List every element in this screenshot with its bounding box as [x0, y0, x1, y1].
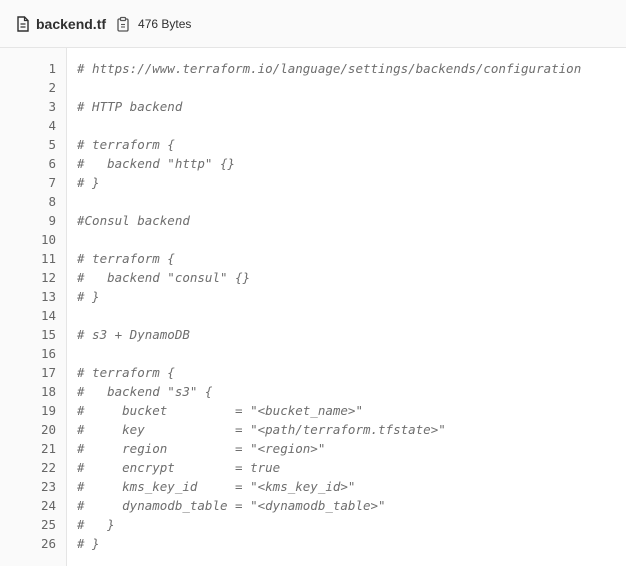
line-number[interactable]: 1 [48, 61, 56, 76]
line-number[interactable]: 19 [40, 403, 56, 418]
line-number[interactable]: 26 [40, 536, 56, 551]
code-line [77, 116, 626, 135]
code-line: # bucket = "<bucket_name>" [77, 403, 363, 418]
line-number[interactable]: 23 [40, 479, 56, 494]
code-line: # backend "consul" {} [77, 270, 251, 285]
line-number[interactable]: 13 [40, 289, 56, 304]
code-line: # encrypt = true [77, 460, 281, 475]
code-line: # backend "http" {} [77, 156, 236, 171]
code-line [77, 78, 626, 97]
line-number[interactable]: 10 [40, 232, 56, 247]
code-line: # terraform { [77, 251, 175, 266]
code-line: # HTTP backend [77, 99, 183, 114]
line-number[interactable]: 21 [40, 441, 56, 456]
line-number[interactable]: 7 [48, 175, 56, 190]
line-number[interactable]: 4 [48, 118, 56, 133]
file-name: backend.tf [36, 15, 107, 32]
code-line: #Consul backend [77, 213, 190, 228]
line-number[interactable]: 3 [48, 99, 56, 114]
line-number[interactable]: 18 [40, 384, 56, 399]
line-number[interactable]: 6 [48, 156, 56, 171]
code-line [77, 192, 626, 211]
code-line: # https://www.terraform.io/language/sett… [77, 61, 582, 76]
code-line: # dynamodb_table = "<dynamodb_table>" [77, 498, 386, 513]
code-line [77, 230, 626, 249]
code-line: # terraform { [77, 365, 175, 380]
line-number[interactable]: 20 [40, 422, 56, 437]
line-number[interactable]: 2 [48, 80, 56, 95]
line-number[interactable]: 12 [40, 270, 56, 285]
line-number[interactable]: 25 [40, 517, 56, 532]
code-line: # } [77, 517, 115, 532]
code-line: # backend "s3" { [77, 384, 213, 399]
code-line: # key = "<path/terraform.tfstate>" [77, 422, 446, 437]
file-header: backend.tf 476 Bytes [0, 0, 626, 48]
copy-icon[interactable] [116, 16, 130, 32]
code-line: # region = "<region>" [77, 441, 326, 456]
line-number[interactable]: 9 [48, 213, 56, 228]
code-line [77, 306, 626, 325]
code-line: # kms_key_id = "<kms_key_id>" [77, 479, 356, 494]
line-number[interactable]: 24 [40, 498, 56, 513]
code-line [77, 344, 626, 363]
line-number[interactable]: 15 [40, 327, 56, 342]
line-number[interactable]: 22 [40, 460, 56, 475]
file-icon [16, 15, 30, 32]
file-size: 476 Bytes [138, 16, 192, 31]
code-line: # } [77, 289, 100, 304]
code-line: # s3 + DynamoDB [77, 327, 190, 342]
line-number[interactable]: 16 [40, 346, 56, 361]
line-number[interactable]: 14 [40, 308, 56, 323]
code-line: # } [77, 536, 100, 551]
line-number[interactable]: 8 [48, 194, 56, 209]
code-line: # terraform { [77, 137, 175, 152]
line-number[interactable]: 17 [40, 365, 56, 380]
code-line: # } [77, 175, 100, 190]
code-content: # https://www.terraform.io/language/sett… [67, 48, 626, 566]
line-number[interactable]: 5 [48, 137, 56, 152]
line-number[interactable]: 11 [40, 251, 56, 266]
